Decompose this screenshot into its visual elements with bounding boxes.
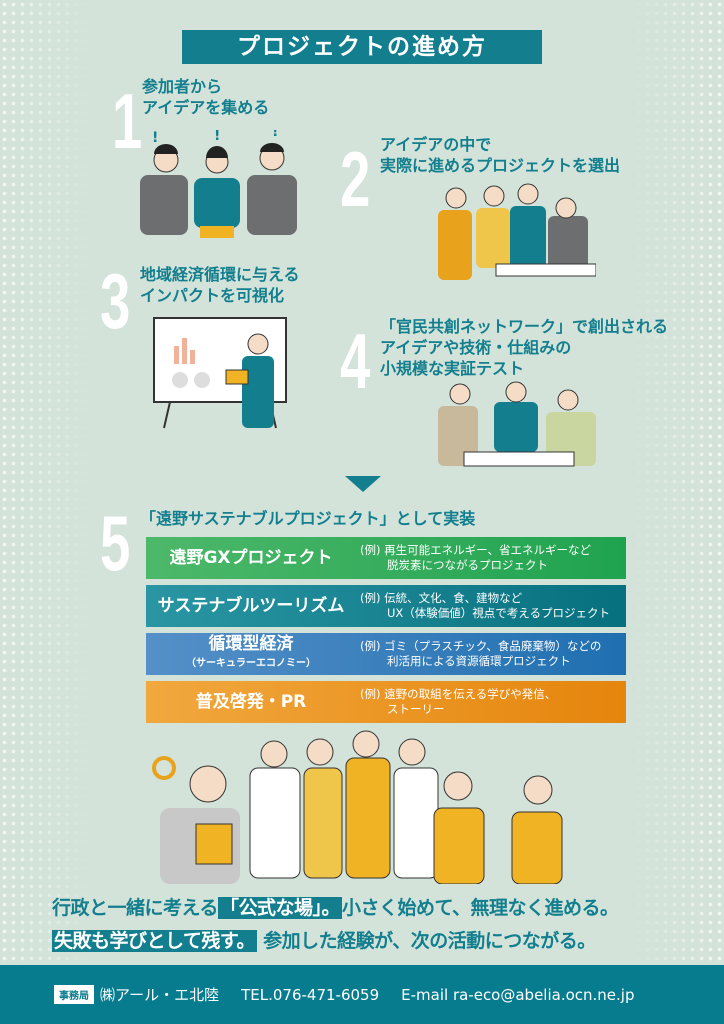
- discussion-illustration: [438, 381, 596, 467]
- step-2-text: アイデアの中で 実際に進めるプロジェクトを選出: [380, 134, 620, 176]
- category-desc: (例) 遠野の取組を伝える学びや発信、: [360, 687, 557, 701]
- down-arrow-icon: [345, 476, 381, 492]
- step-4-line: 「官民共創ネットワーク」で創出される: [380, 317, 669, 336]
- category-desc: (例) 再生可能エネルギー、省エネルギーなど: [360, 543, 592, 557]
- halftone-left: [0, 0, 90, 964]
- message-line-1: 行政と一緒に考える「公式な場」。小さく始めて、無理なく進める。: [52, 893, 619, 920]
- step-3-text: 地域経済循環に与える インパクトを可視化: [140, 264, 300, 306]
- page-title: プロジェクトの進め方: [182, 30, 542, 64]
- category-desc: 脱炭素につながるプロジェクト: [387, 558, 548, 572]
- email-address[interactable]: E-mail ra-eco@abelia.ocn.ne.jp: [401, 985, 635, 1004]
- step-4-line: アイデアや技術・仕組みの: [380, 338, 572, 357]
- step-1-text: 参加者から アイデアを集める: [142, 76, 269, 118]
- svg-text:!: !: [214, 130, 220, 144]
- step-3-number: 3: [100, 257, 131, 345]
- category-pr: 普及啓発・PR (例) 遠野の取組を伝える学びや発信、ストーリー: [146, 681, 626, 723]
- category-gx: 遠野GXプロジェクト (例) 再生可能エネルギー、省エネルギーなど脱炭素につなが…: [146, 537, 626, 579]
- step-4-number: 4: [340, 317, 371, 405]
- people-thinking-illustration: !!!: [140, 130, 297, 238]
- category-name: 普及啓発・PR: [195, 691, 307, 712]
- step-2-line: 実際に進めるプロジェクトを選出: [380, 156, 621, 175]
- step-5-text: 「遠野サステナブルプロジェクト」として実装: [140, 509, 476, 528]
- category-desc: (例) 伝統、文化、食、建物など: [360, 591, 523, 605]
- svg-text:!: !: [272, 130, 278, 140]
- category-name: 遠野GXプロジェクト: [169, 547, 333, 568]
- svg-text:!: !: [152, 130, 158, 146]
- halftone-right: [634, 0, 724, 964]
- footer-contact: 事務局 ㈱アール・エ北陸 TEL.076-471-6059 E-mail ra-…: [0, 965, 724, 1024]
- category-name: 循環型経済: [208, 634, 294, 654]
- step-3-line: インパクトを可視化: [140, 286, 285, 305]
- message-text: 行政と一緒に考える: [52, 897, 218, 919]
- category-desc: (例) ゴミ（プラスチック、食品廃棄物）などの: [360, 639, 602, 653]
- team-meeting-illustration: [438, 183, 596, 280]
- step-1-number: 1: [112, 77, 143, 165]
- step-4-line: 小規模な実証テスト: [380, 359, 525, 378]
- step-2-line: アイデアの中で: [380, 135, 492, 154]
- category-name: サステナブルツーリズム: [157, 595, 345, 616]
- step-1-line: 参加者から: [142, 77, 223, 96]
- message-text: 小さく始めて、無理なく進める。: [341, 897, 619, 919]
- message-highlight: 「公式な場」。: [217, 897, 342, 919]
- step-4-text: 「官民共創ネットワーク」で創出される アイデアや技術・仕組みの 小規模な実証テス…: [380, 316, 668, 379]
- office-badge: 事務局: [54, 985, 94, 1004]
- presentation-illustration: [153, 317, 287, 429]
- category-desc: ストーリー: [387, 702, 445, 716]
- category-desc: UX（体験価値）視点で考えるプロジェクト: [387, 606, 610, 620]
- phone-number[interactable]: TEL.076-471-6059: [241, 985, 380, 1004]
- step-2-number: 2: [340, 135, 371, 223]
- step-5-number: 5: [100, 499, 131, 587]
- message-highlight: 失敗も学びとして残す。: [52, 930, 258, 952]
- message-text: 参加した経験が、次の活動につながる。: [263, 930, 596, 952]
- category-circular-economy: 循環型経済 （サーキュラーエコノミー） (例) ゴミ（プラスチック、食品廃棄物）な…: [146, 633, 626, 675]
- category-desc: 利活用による資源循環プロジェクト: [387, 654, 571, 668]
- community-group-illustration: [152, 730, 563, 884]
- step-1-line: アイデアを集める: [142, 98, 270, 117]
- company-name: ㈱アール・エ北陸: [100, 986, 220, 1004]
- message-line-2: 失敗も学びとして残す。 参加した経験が、次の活動につながる。: [52, 926, 596, 953]
- category-sub: （サーキュラーエコノミー）: [186, 658, 316, 669]
- step-3-line: 地域経済循環に与える: [140, 265, 300, 284]
